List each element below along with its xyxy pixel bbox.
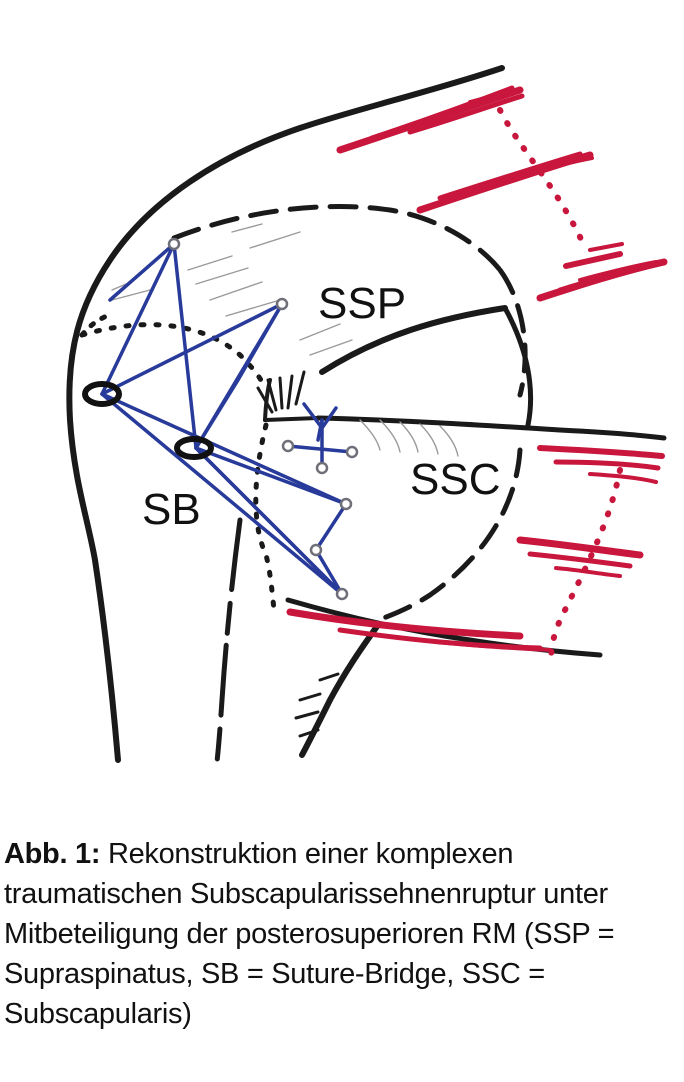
cross-suture (286, 402, 354, 470)
humerus-outline (66, 65, 667, 773)
muscle-fibers (286, 85, 668, 652)
knot-points (167, 237, 359, 601)
label-sb: SB (142, 485, 201, 534)
knot-point (345, 445, 359, 459)
contour-lines (79, 204, 528, 623)
knot-point (335, 587, 349, 601)
shading-hatch (111, 223, 459, 457)
label-ssp: SSP (318, 279, 406, 328)
shoulder-illustration: SSP SSC SB (66, 65, 668, 773)
knot-point (167, 237, 181, 251)
anchor-lateral (82, 381, 122, 407)
muscle-dotted-line (497, 107, 623, 663)
anchor-rings (82, 381, 214, 460)
caption-label: Abb. 1: (4, 838, 101, 870)
tendon-stump (256, 370, 340, 738)
knot-point (309, 543, 323, 557)
figure-caption: Abb. 1: Rekonstruktion einer komplexen t… (4, 834, 680, 1034)
anchor-medial (174, 436, 214, 460)
knot-point (315, 461, 329, 475)
label-ssc: SSC (410, 455, 500, 504)
caption-text: Rekonstruktion einer komplexen traumatis… (4, 838, 615, 1030)
knot-point (339, 497, 353, 511)
knot-point (281, 439, 295, 453)
shoulder-drawing: SSP SSC SB (66, 65, 668, 773)
knot-point (275, 297, 289, 311)
